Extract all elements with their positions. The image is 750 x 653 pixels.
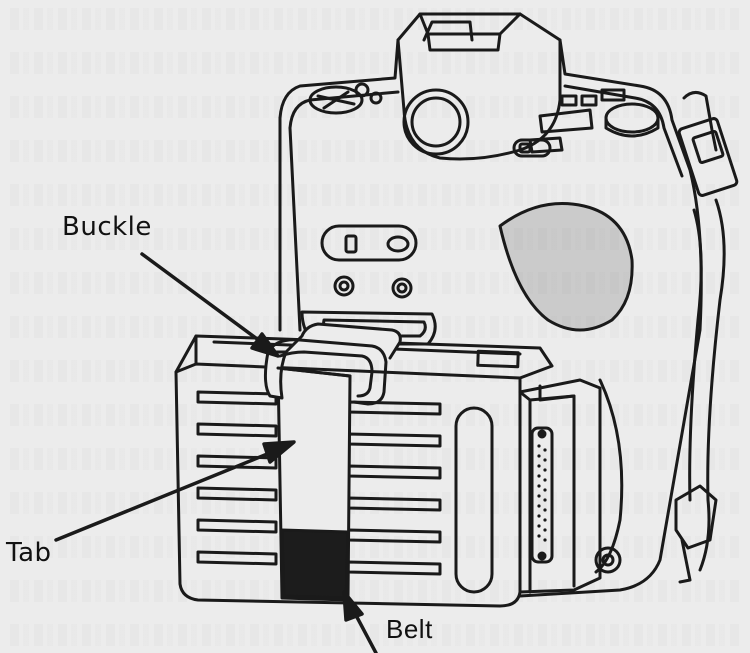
battery-pack <box>174 334 602 608</box>
callout-arrows <box>54 252 378 653</box>
buckle-arrowhead <box>250 332 280 358</box>
tab-arrowhead <box>262 440 296 464</box>
belt-icon <box>280 528 350 600</box>
belt-label: Belt <box>386 614 433 644</box>
connector-port-icon <box>530 426 554 564</box>
buckle-icon <box>263 338 388 406</box>
buckle-arrow <box>140 252 274 352</box>
buckle-label: Buckle <box>62 212 152 242</box>
hand-strap <box>674 91 739 584</box>
tab-arrow <box>54 446 284 542</box>
camera-body <box>278 12 703 598</box>
belt-arrowhead <box>342 590 364 622</box>
tab-label: Tab <box>6 538 52 568</box>
